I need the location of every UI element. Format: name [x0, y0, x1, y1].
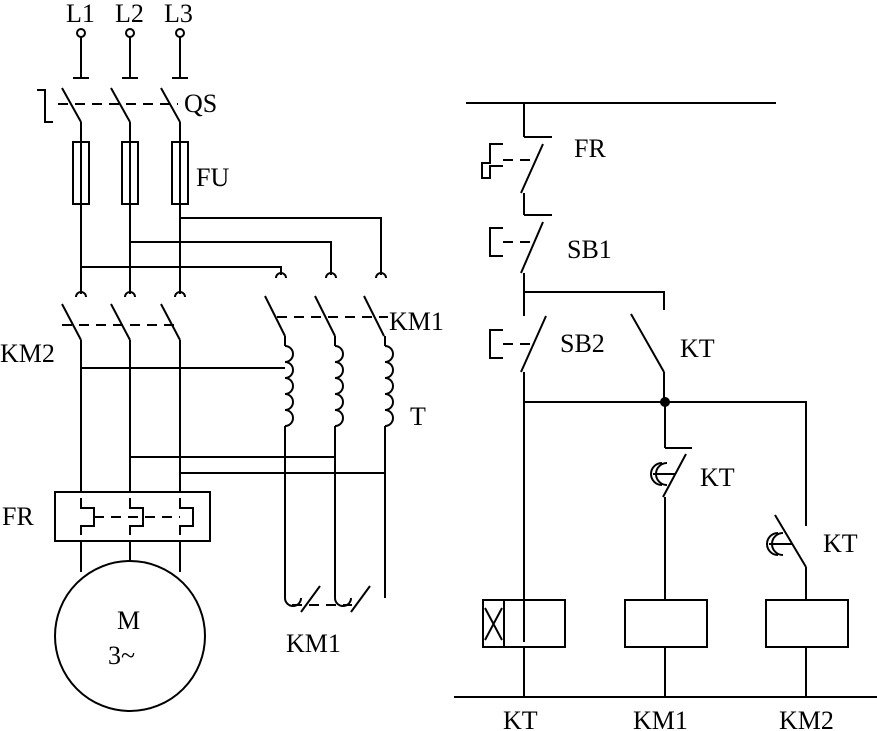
kt-no-contact: KT [630, 313, 715, 402]
contactor-km1-main: KM1 [264, 272, 444, 337]
coil-kt [482, 599, 566, 697]
supply-terminals [73, 28, 188, 79]
motor-label: M [117, 606, 140, 635]
coil-km2 [765, 599, 849, 697]
fr-contact-label: FR [574, 134, 606, 163]
contactor-label-km2: KM2 [0, 339, 55, 368]
motor-rating: 3~ [108, 641, 135, 670]
sb1-label: SB1 [567, 235, 612, 264]
autotransformer-t: T [284, 336, 426, 585]
km1-star-label: KM1 [286, 629, 341, 658]
terminal-l1 [76, 28, 86, 38]
control-circuit: FR SB1 SB2 KT K [454, 102, 877, 731]
phase-label-l2: L2 [115, 0, 144, 28]
fr-nc-contact: FR [481, 103, 606, 215]
sb2-start-button: SB2 [489, 292, 605, 642]
transformer-label-t: T [410, 402, 426, 431]
overload-label-fr: FR [2, 502, 34, 531]
kt-contact-label: KT [680, 334, 715, 363]
contactor-label-km1: KM1 [389, 307, 444, 336]
power-circuit: L1 L2 L3 QS FU [0, 0, 444, 712]
coil-label-km1: KM1 [633, 706, 688, 731]
kt-nc-delay-contact: KT [650, 402, 735, 600]
isolating-switch-qs: QS [37, 87, 217, 142]
switch-label-qs: QS [184, 89, 217, 118]
contactor-km1-star-point: KM1 [284, 585, 386, 658]
phase-label-l3: L3 [164, 0, 193, 28]
phase-label-l1: L1 [66, 0, 95, 28]
terminal-l3 [175, 28, 185, 38]
coil-km1 [624, 599, 708, 697]
kt-no-delay-contact: KT [766, 514, 858, 600]
contactor-km2-main: KM2 [0, 291, 186, 368]
sb2-label: SB2 [560, 329, 605, 358]
sb1-stop-button: SB1 [489, 214, 612, 292]
fuses-fu: FU [72, 141, 229, 205]
overload-relay-fr: FR [2, 491, 211, 542]
coil-label-km2: KM2 [779, 706, 834, 731]
coil-label-kt: KT [503, 706, 538, 731]
terminal-l2 [125, 28, 135, 38]
fuse-label-fu: FU [196, 163, 229, 192]
motor-m: M 3~ [54, 560, 206, 712]
kt-no-delay-label: KT [823, 529, 858, 558]
kt-nc-delay-label: KT [700, 463, 735, 492]
